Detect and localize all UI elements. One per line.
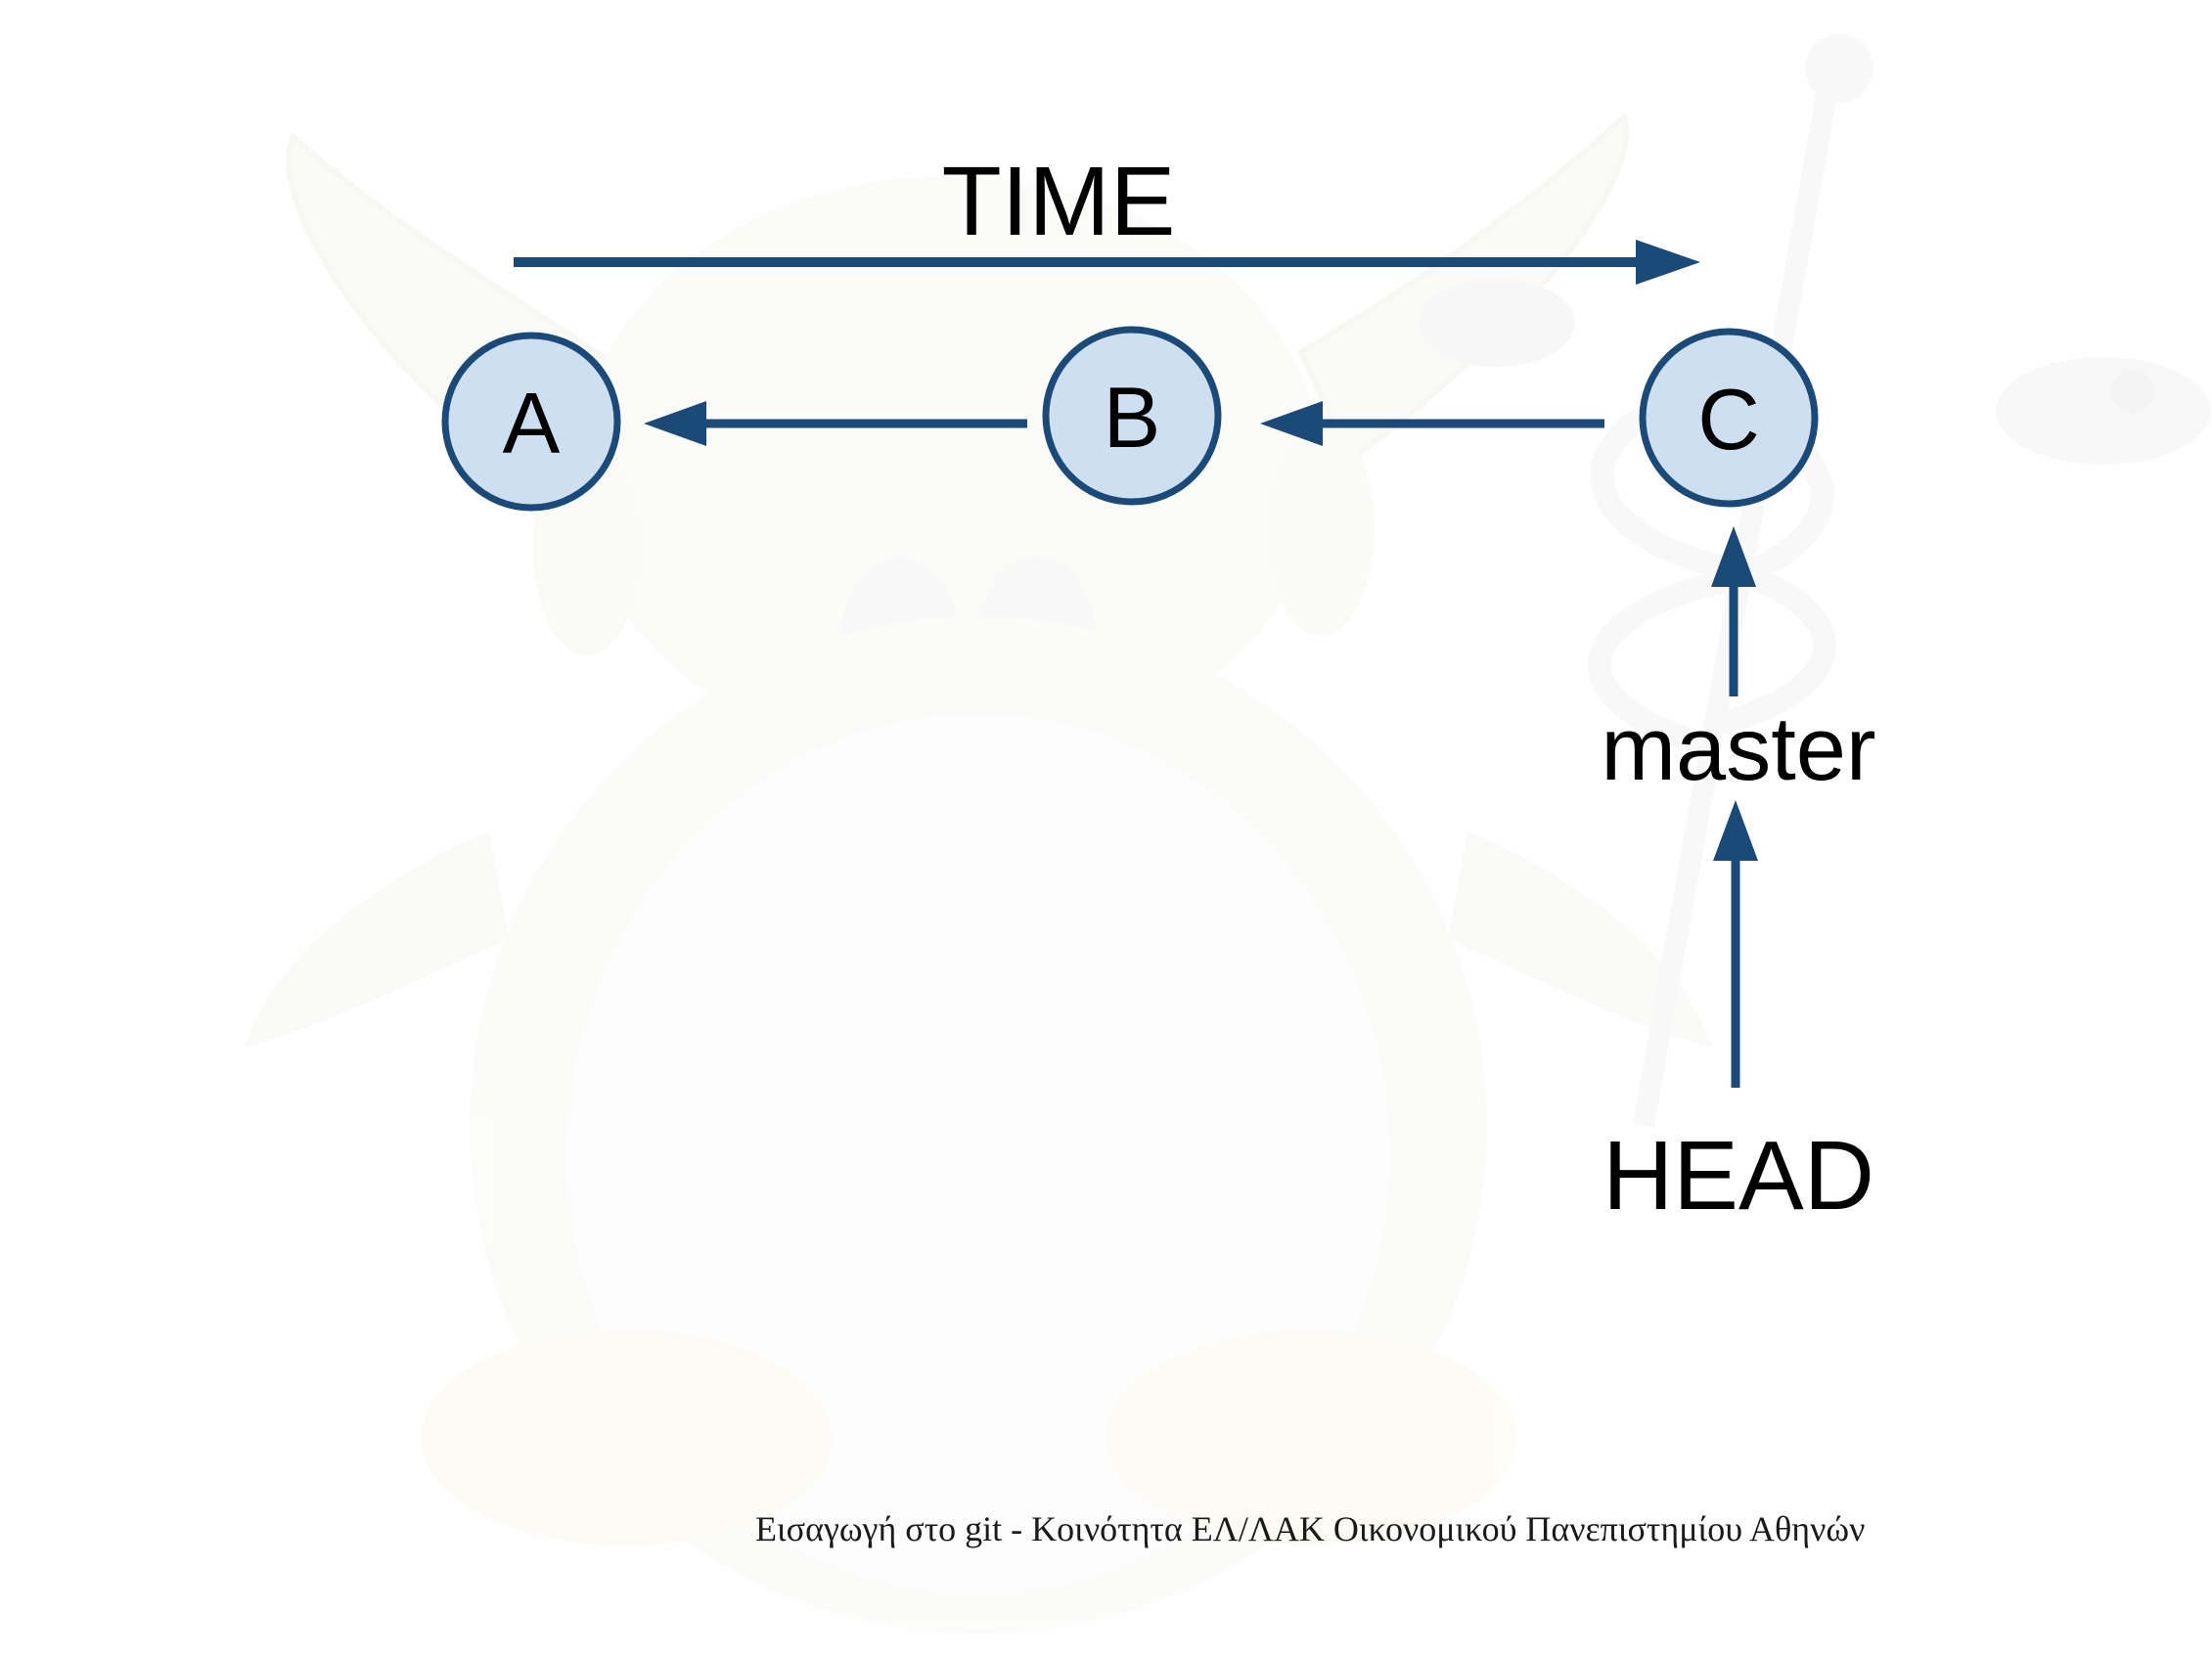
commit-node-b: B bbox=[1042, 326, 1222, 506]
commit-node-c: C bbox=[1639, 328, 1819, 508]
slide-footer: Εισαγωγή στο git - Κοινότητα ΕΛ/ΛΑΚ Οικο… bbox=[755, 1509, 1866, 1548]
commit-node-a: A bbox=[441, 332, 621, 512]
branch-label-master: master bbox=[1601, 699, 1875, 799]
branch-arrow-master-to-c bbox=[1711, 526, 1756, 696]
time-label: TIME bbox=[942, 147, 1176, 256]
commit-label-a: A bbox=[503, 375, 561, 471]
head-arrow-to-master bbox=[1713, 800, 1758, 1088]
head-label: HEAD bbox=[1603, 1121, 1874, 1231]
commit-label-c: C bbox=[1697, 371, 1760, 468]
parent-arrow-c-to-b bbox=[1260, 401, 1604, 446]
parent-arrow-b-to-a bbox=[644, 401, 1027, 446]
time-arrow bbox=[514, 240, 1700, 285]
commit-label-b: B bbox=[1104, 369, 1161, 466]
